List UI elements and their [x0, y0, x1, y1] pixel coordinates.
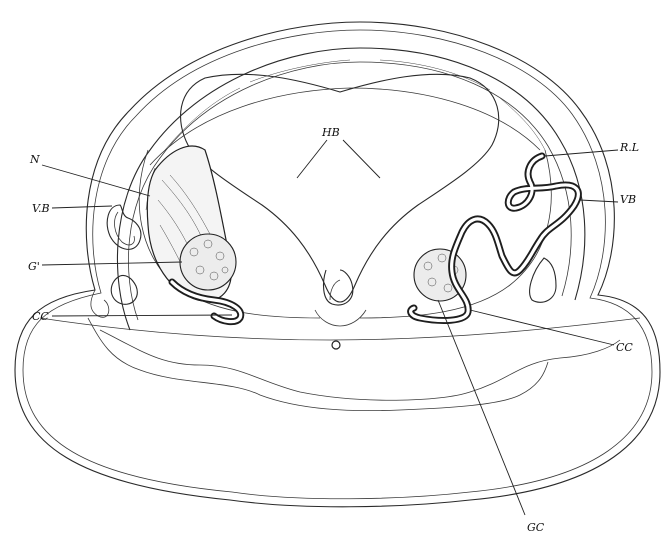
leader-hb-left — [297, 140, 327, 178]
heart-apex-loop — [324, 270, 353, 305]
label-cc-right: CC — [616, 341, 633, 354]
right-small-vessel — [530, 258, 556, 302]
left-notch — [91, 290, 109, 317]
leader-cc-left — [52, 315, 232, 316]
inner-cavity-outline — [150, 88, 540, 165]
left-vb-loop — [107, 205, 141, 249]
left-gland-mass — [180, 234, 236, 290]
lower-wavy-outline — [100, 330, 620, 400]
leader-cc-right — [470, 310, 614, 345]
label-hb: HB — [321, 126, 340, 139]
label-cc-left: CC — [32, 310, 49, 323]
leader-n — [42, 165, 150, 196]
leader-vb-left — [52, 206, 112, 208]
label-vb-right: VB — [620, 193, 636, 206]
label-gc-bottom: GC — [527, 521, 545, 534]
label-n: N — [29, 153, 40, 166]
label-vb-left: V.B — [32, 202, 50, 215]
leader-hb-right — [343, 140, 380, 178]
left-small-vessel — [111, 275, 137, 304]
outer-body-outline — [15, 22, 660, 507]
central-canal — [332, 341, 340, 349]
leader-rl — [545, 150, 618, 156]
leader-vb-right — [580, 200, 618, 202]
label-rl: R.L — [619, 141, 639, 154]
left-vb-inner — [115, 212, 135, 245]
label-gc-prime: G' — [28, 260, 40, 273]
heart-lower-lines — [315, 310, 366, 326]
